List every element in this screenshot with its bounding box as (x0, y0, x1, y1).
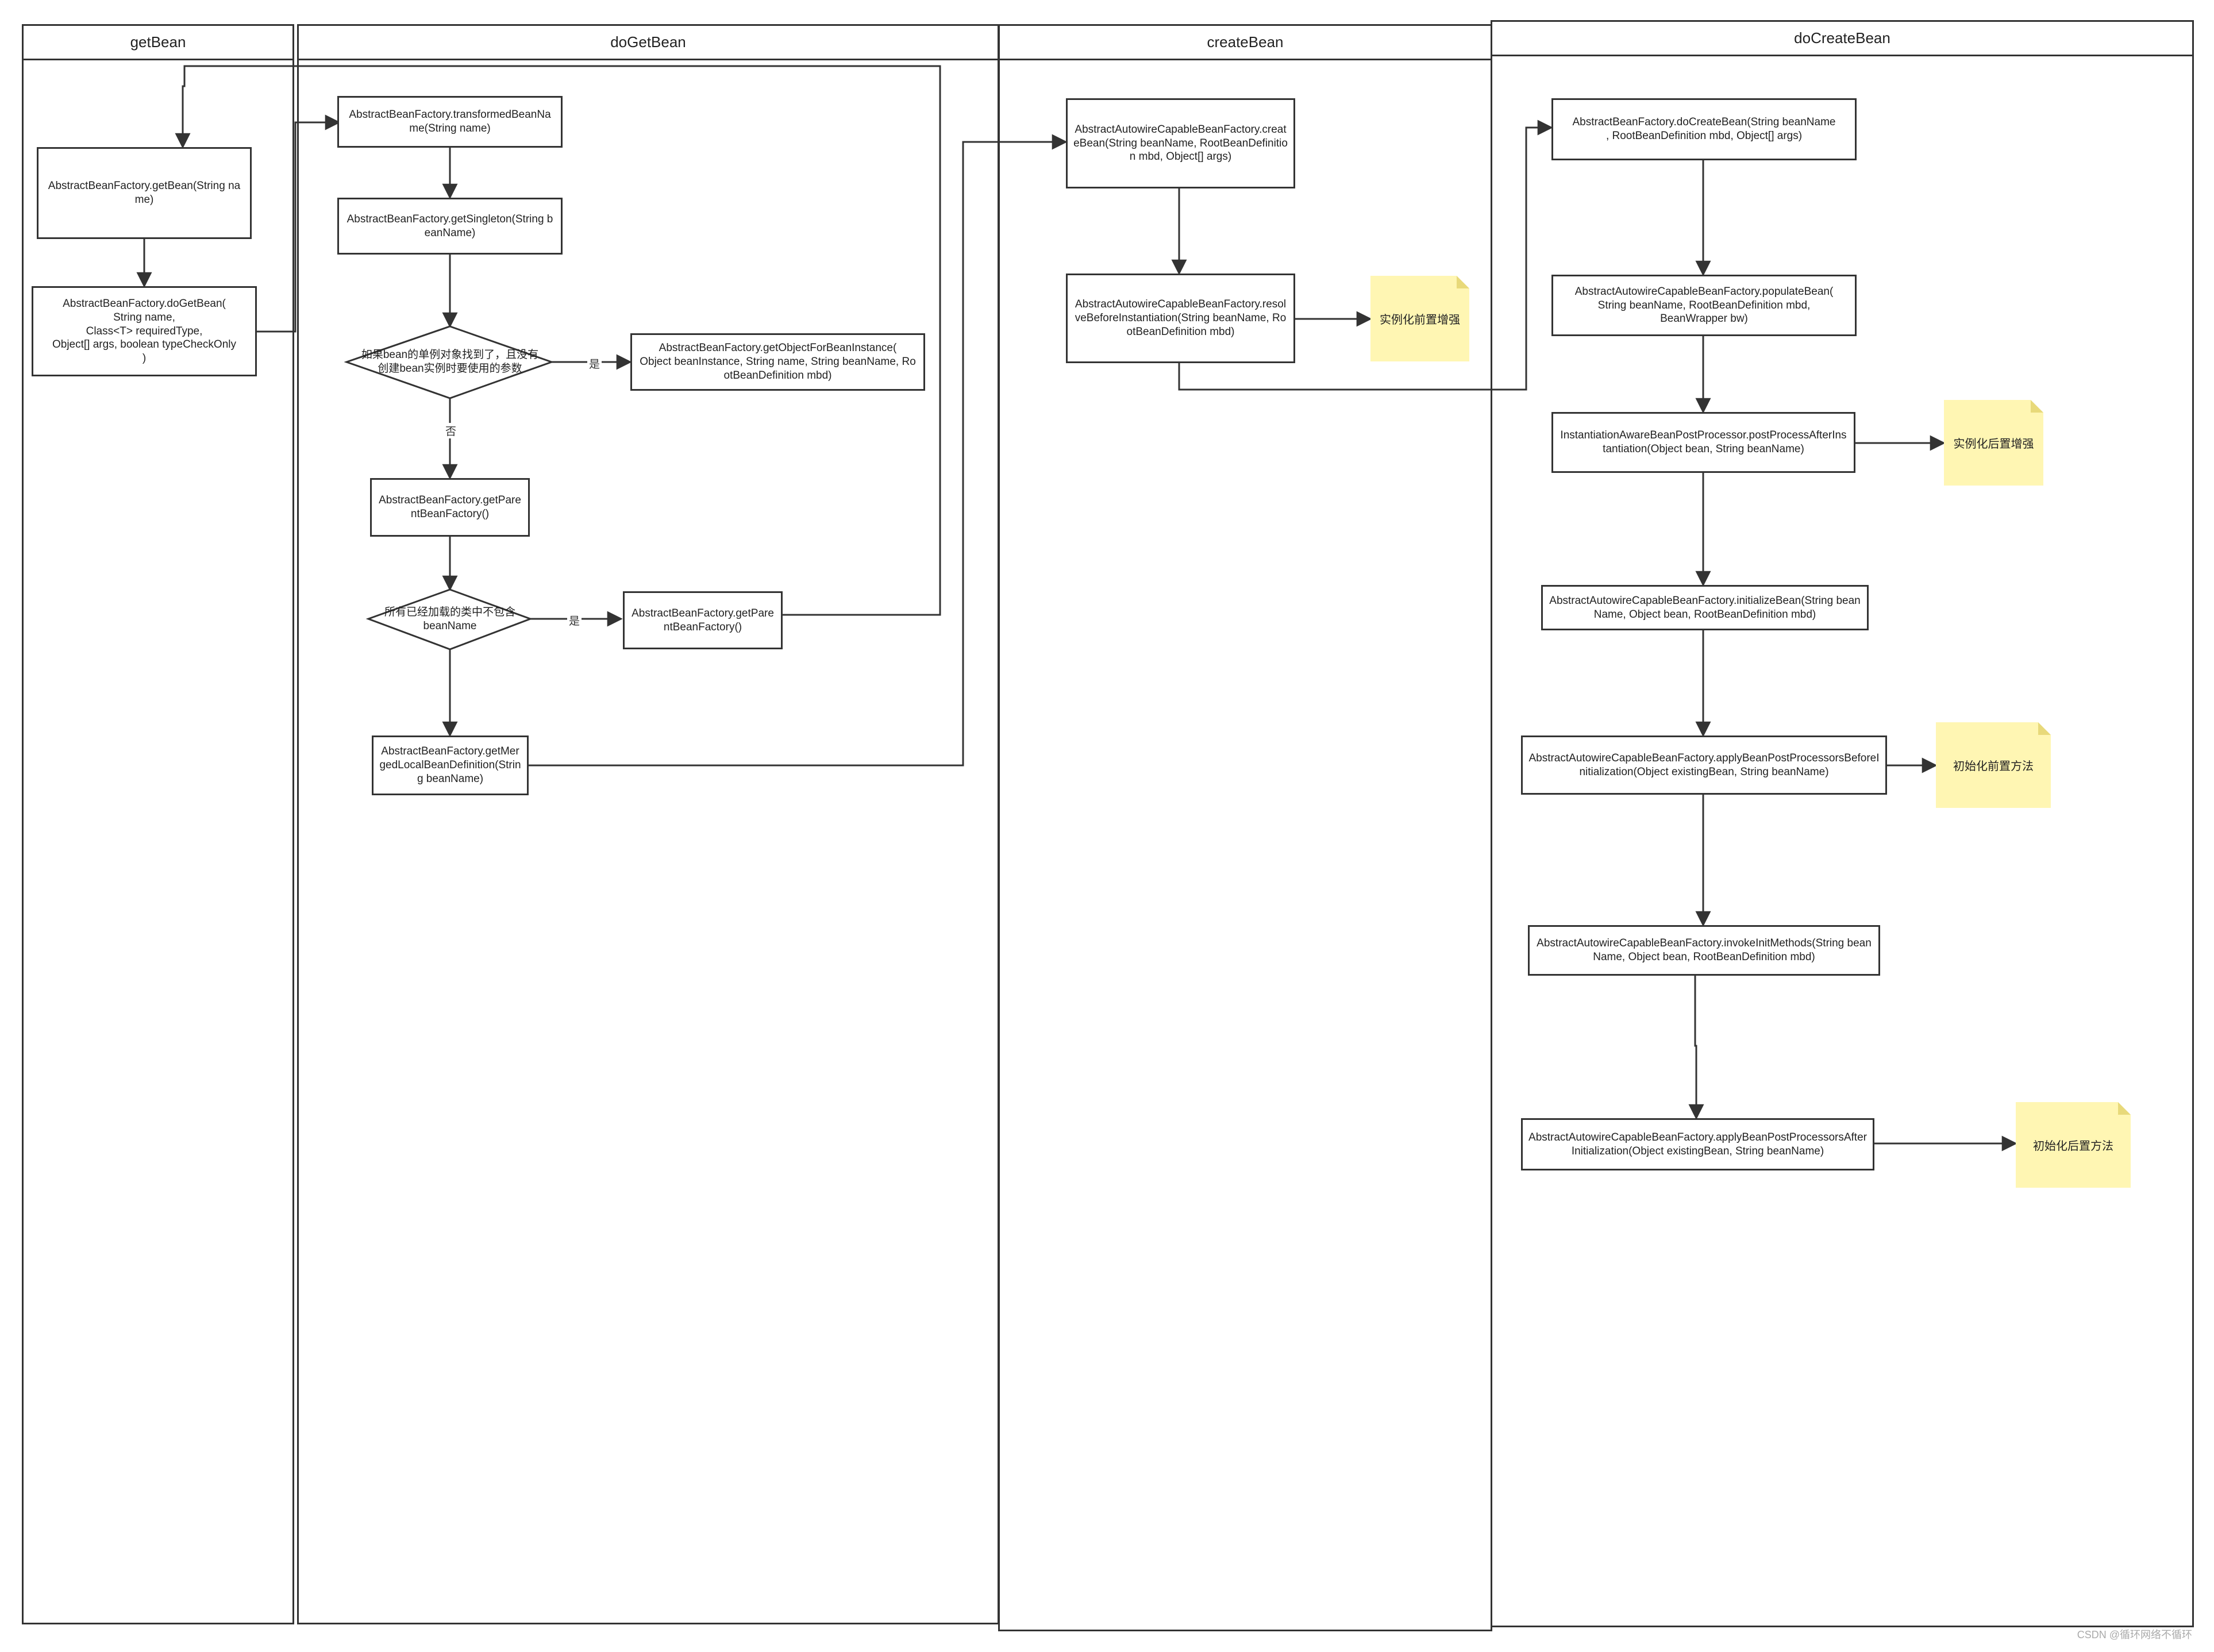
node-get-parent-bean-factory-2[interactable]: AbstractBeanFactory.getParentBeanFactory… (623, 591, 783, 649)
node-post-process-after-instantiation[interactable]: InstantiationAwareBeanPostProcessor.post… (1551, 412, 1855, 473)
node-get-merged-local-bean-definition[interactable]: AbstractBeanFactory.getMergedLocalBeanDe… (372, 735, 529, 795)
node-singleton-check-label[interactable]: 如果bean的单例对象找到了，且没有 创建bean实例时要使用的参数 (361, 349, 539, 375)
lane-getbean-title: getBean (24, 26, 292, 60)
edge-label-no-1: 否 (444, 423, 459, 438)
node-parent-check-label[interactable]: 所有已经加载的类中不包含 beanName (384, 606, 515, 632)
node-apply-before-initialization[interactable]: AbstractAutowireCapableBeanFactory.apply… (1521, 735, 1887, 795)
note-before-initialization: 初始化前置方法 (1936, 722, 2051, 808)
note-after-instantiation: 实例化后置增强 (1944, 400, 2043, 486)
node-do-create-bean[interactable]: AbstractBeanFactory.doCreateBean(String … (1551, 98, 1857, 160)
node-invoke-init-methods[interactable]: AbstractAutowireCapableBeanFactory.invok… (1528, 925, 1880, 976)
node-get-singleton[interactable]: AbstractBeanFactory.getSingleton(String … (337, 198, 563, 255)
lane-createbean-title: createBean (1000, 26, 1491, 60)
edge-label-yes-1: 是 (587, 356, 602, 371)
node-get-parent-bean-factory-1[interactable]: AbstractBeanFactory.getParentBeanFactory… (370, 478, 530, 537)
edge-invoke-after (1688, 976, 1704, 1120)
note-after-initialization: 初始化后置方法 (2016, 1102, 2131, 1188)
node-get-object-for-bean-instance[interactable]: AbstractBeanFactory.getObjectForBeanInst… (630, 333, 925, 391)
node-transformed-bean-name[interactable]: AbstractBeanFactory.transformedBeanName(… (337, 96, 563, 148)
edge-dogetbean-transformed (257, 114, 341, 333)
edge-label-yes-2: 是 (567, 613, 582, 628)
node-apply-after-initialization[interactable]: AbstractAutowireCapableBeanFactory.apply… (1521, 1118, 1874, 1170)
lane-docreatebean-title: doCreateBean (1492, 22, 2192, 56)
node-initialize-bean[interactable]: AbstractAutowireCapableBeanFactory.initi… (1541, 585, 1869, 630)
note-before-instantiation: 实例化前置增强 (1370, 276, 1469, 361)
node-populate-bean[interactable]: AbstractAutowireCapableBeanFactory.popul… (1551, 275, 1857, 336)
node-resolve-before-instantiation[interactable]: AbstractAutowireCapableBeanFactory.resol… (1066, 274, 1295, 363)
edge-loop-getbean (175, 65, 941, 616)
edge-resolve-docreatebean (1178, 120, 1553, 391)
edge-merged-createbean (527, 134, 1068, 767)
watermark: CSDN @循环网络不循环 (2077, 1629, 2192, 1641)
node-dogetbean[interactable]: AbstractBeanFactory.doGetBean( String na… (32, 286, 257, 376)
lane-dogetbean-title: doGetBean (299, 26, 998, 60)
node-create-bean[interactable]: AbstractAutowireCapableBeanFactory.creat… (1066, 98, 1295, 188)
node-getbean[interactable]: AbstractBeanFactory.getBean(String name) (37, 147, 252, 239)
